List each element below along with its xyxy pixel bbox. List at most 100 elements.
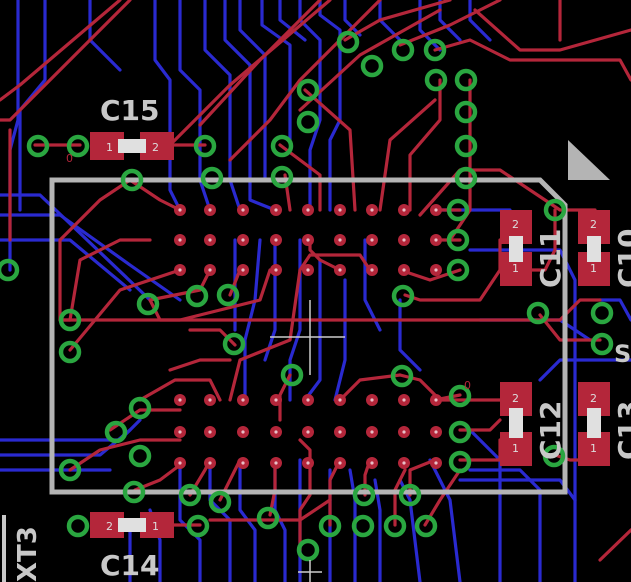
via	[448, 384, 472, 408]
via	[296, 538, 320, 562]
c15-label: C15	[100, 94, 160, 127]
capacitor-c14[interactable]: 2 1 C14	[90, 512, 174, 582]
s-label: S	[614, 340, 631, 368]
via	[446, 198, 470, 222]
c12-pin2: 2	[512, 392, 519, 405]
c14-pin2: 2	[106, 520, 113, 533]
via	[128, 444, 152, 468]
bga-pad-center	[241, 238, 245, 242]
via	[270, 165, 294, 189]
c13-pin1: 1	[590, 442, 597, 455]
via-array	[0, 30, 614, 562]
via	[383, 514, 407, 538]
origin-crosshair	[270, 300, 345, 582]
via	[391, 38, 415, 62]
bga-pad-center	[241, 398, 245, 402]
via	[193, 134, 217, 158]
via	[414, 514, 438, 538]
bga-pad-center	[306, 268, 310, 272]
bga-pad-center	[178, 461, 182, 465]
capacitor-c12[interactable]: 2 1 C12 0	[464, 379, 567, 466]
bga-pad-center	[241, 461, 245, 465]
via	[351, 514, 375, 538]
c13-label: C13	[612, 400, 631, 460]
capacitor-c13[interactable]: 2 1 C13	[578, 382, 631, 466]
via	[390, 364, 414, 388]
bga-pad-center	[370, 208, 374, 212]
via	[256, 506, 280, 530]
bga-pad-center	[434, 208, 438, 212]
via	[423, 38, 447, 62]
via	[216, 283, 240, 307]
bga-pad-center	[241, 430, 245, 434]
via	[120, 168, 144, 192]
via	[542, 444, 566, 468]
bga-pad-center	[370, 268, 374, 272]
bga-pad-center	[434, 430, 438, 434]
via	[526, 301, 550, 325]
bga-pad-center	[402, 461, 406, 465]
bga-pad-center	[274, 398, 278, 402]
c13-pin2: 2	[590, 392, 597, 405]
via	[280, 363, 304, 387]
c10-label: C10	[612, 228, 631, 288]
via	[66, 514, 90, 538]
c14-label: C14	[100, 549, 160, 582]
bga-pad-center	[370, 430, 374, 434]
c11-pin1: 1	[512, 262, 519, 275]
bga-pad-center	[306, 398, 310, 402]
bga-pad-center	[434, 268, 438, 272]
via	[185, 284, 209, 308]
crystal-xt3[interactable]: XT3	[2, 515, 43, 582]
svg-text:0: 0	[66, 152, 73, 165]
c14-pin1: 1	[152, 520, 159, 533]
bga-pad-center	[274, 208, 278, 212]
bga-pad-center	[306, 208, 310, 212]
bga-pad-center	[338, 238, 342, 242]
via	[448, 420, 472, 444]
via	[178, 483, 202, 507]
via	[128, 396, 152, 420]
via	[454, 166, 478, 190]
via	[448, 450, 472, 474]
c12-pin1: 1	[512, 442, 519, 455]
capacitor-c15[interactable]: 1 2 C15 0	[66, 94, 174, 165]
bga-pad-center	[338, 461, 342, 465]
via	[200, 166, 224, 190]
bga-pad-center	[208, 268, 212, 272]
bga-pad-center	[370, 398, 374, 402]
bga-pad-center	[434, 398, 438, 402]
bga-pad-center	[434, 238, 438, 242]
via	[136, 292, 160, 316]
via	[58, 458, 82, 482]
bga-pad-center	[338, 430, 342, 434]
via	[26, 134, 50, 158]
bga-pad-center	[370, 238, 374, 242]
via	[391, 284, 415, 308]
bga-pad-center	[208, 208, 212, 212]
capacitor-c11[interactable]: 2 1 C11	[500, 210, 567, 288]
via	[454, 100, 478, 124]
capacitor-c10[interactable]: 2 1 C10	[578, 210, 631, 288]
bga-pad-center	[178, 430, 182, 434]
bga-pad-center	[306, 430, 310, 434]
via	[318, 514, 342, 538]
bga-pad-center	[402, 238, 406, 242]
bga-pad-center	[306, 461, 310, 465]
via	[296, 110, 320, 134]
bga-pad-center	[241, 208, 245, 212]
bga-pad-center	[274, 268, 278, 272]
via	[590, 332, 614, 356]
c15-pin2: 2	[152, 141, 159, 154]
c11-label: C11	[534, 228, 567, 288]
svg-text:0: 0	[464, 379, 471, 392]
via	[454, 68, 478, 92]
bga-pad-center	[306, 238, 310, 242]
via	[336, 30, 360, 54]
via	[590, 301, 614, 325]
via	[0, 258, 20, 282]
bga-pad-center	[434, 461, 438, 465]
bga-pad-center	[402, 398, 406, 402]
via	[454, 134, 478, 158]
